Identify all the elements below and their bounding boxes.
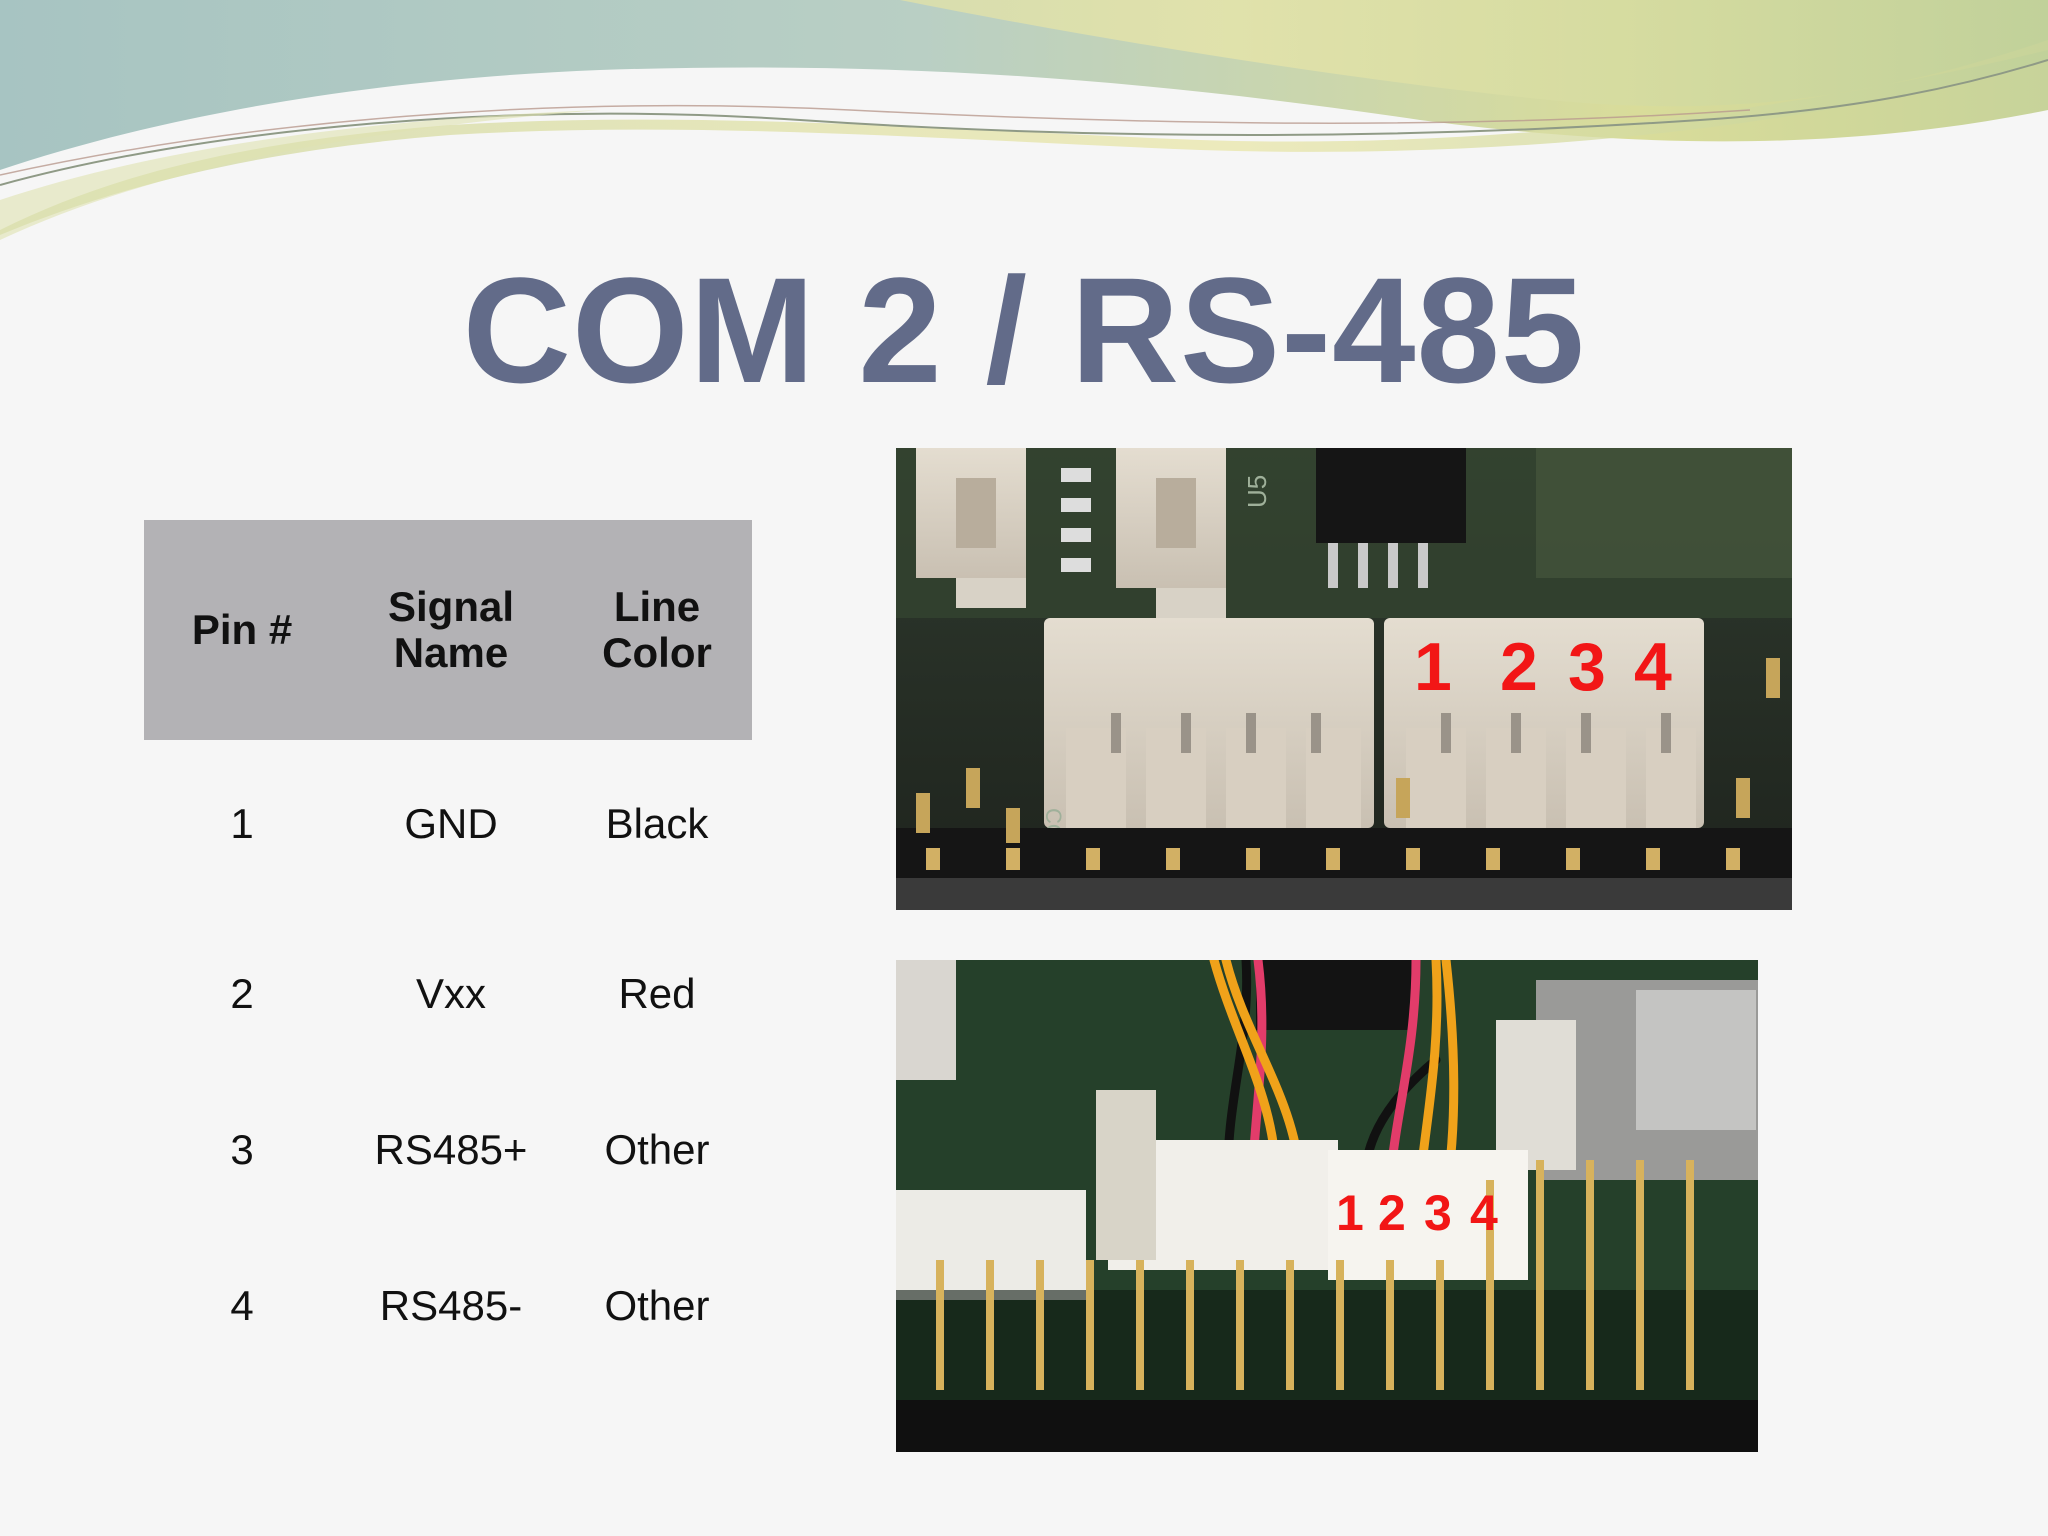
line-color: Red <box>618 970 696 1017</box>
line-color: Black <box>605 800 709 847</box>
connector-photo-top: U5 COM3 <box>896 448 1792 910</box>
signal-name: GND <box>404 800 498 847</box>
header-pin: Pin # <box>191 606 293 653</box>
silkscreen-u5: U5 <box>1242 475 1272 508</box>
pin-number: 3 <box>230 1126 254 1173</box>
header-line-color: Line Color <box>602 583 712 676</box>
pin-number: 1 <box>230 800 254 847</box>
pin-label-4: 4 <box>1634 629 1672 705</box>
table-header: Pin # Signal Name Line Color <box>144 520 752 740</box>
pin-label-4: 4 <box>1470 1185 1498 1241</box>
pin-label-2: 2 <box>1500 629 1538 705</box>
table-row: 4 RS485- Other <box>144 1276 752 1336</box>
table-row: 1 GND Black <box>144 794 752 854</box>
signal-name: RS485- <box>379 1282 523 1329</box>
table-row: 2 Vxx Red <box>144 964 752 1024</box>
pin-number: 4 <box>230 1282 254 1329</box>
pin-label-1: 1 <box>1414 629 1452 705</box>
pin-label-1: 1 <box>1336 1185 1364 1241</box>
table-row: 3 RS485+ Other <box>144 1120 752 1180</box>
pin-label-3: 3 <box>1568 629 1606 705</box>
pin-table: Pin # Signal Name Line Color 1 GND Black… <box>144 520 752 1329</box>
header-wave-decoration <box>0 0 2048 240</box>
pin-number: 2 <box>230 970 254 1017</box>
pin-label-3: 3 <box>1424 1185 1452 1241</box>
header-signal-name: Signal Name <box>387 583 515 676</box>
line-color: Other <box>604 1126 710 1173</box>
slide-title: COM 2 / RS-485 <box>462 246 1586 414</box>
line-color: Other <box>604 1282 710 1329</box>
pin-label-2: 2 <box>1378 1185 1406 1241</box>
signal-name: Vxx <box>415 970 486 1017</box>
connector-photo-bottom: 1 2 3 4 <box>896 960 1758 1452</box>
signal-name: RS485+ <box>374 1126 528 1173</box>
